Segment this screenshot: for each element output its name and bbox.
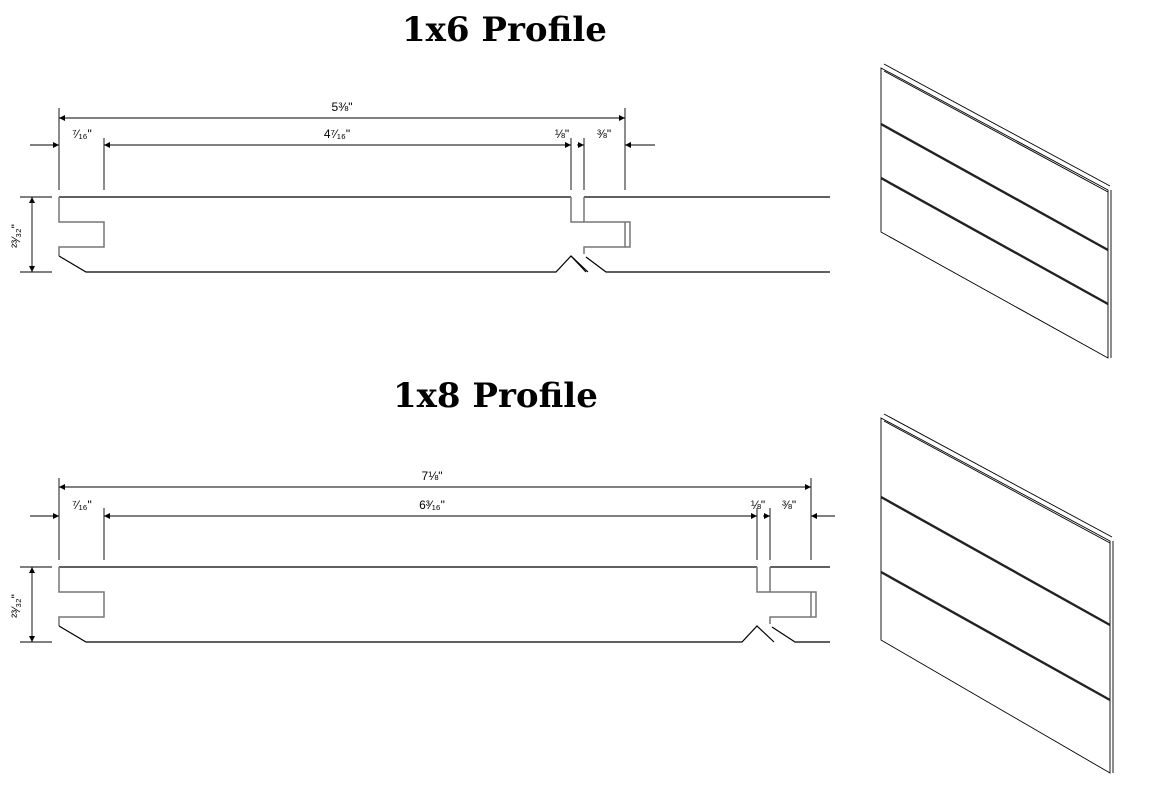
isometric-panel-1x8 [880, 413, 1114, 774]
dim-gap-label: ⅛" [751, 498, 765, 512]
dim-face-label: 6³⁄₁₆" [419, 498, 445, 512]
isometric-panel-1x6 [880, 63, 1112, 359]
profile-1x6-section: 5⅜" ⁷⁄₁₆" 4⁷⁄₁₆" ⅛" ⅜" ²³⁄₃₂" [9, 100, 830, 273]
board-outline [58, 196, 830, 273]
profile-title-1x6: 1x6 Profile [402, 10, 607, 50]
dim-face-label: 4⁷⁄₁₆" [324, 127, 350, 141]
dim-overall-label: 5⅜" [332, 100, 353, 114]
extension-lines [20, 108, 626, 273]
dim-gap-label: ⅛" [555, 127, 569, 141]
dim-groove-label: ⁷⁄₁₆" [72, 498, 92, 512]
dim-tongue-label: ⅜" [782, 498, 796, 512]
dim-thickness-label: ²³⁄₃₂" [9, 594, 23, 618]
dim-thickness-label: ²³⁄₃₂" [9, 224, 23, 248]
dim-tongue-label: ⅜" [597, 127, 611, 141]
profile-1x8-section: 7⅛" ⁷⁄₁₆" 6³⁄₁₆" ⅛" ⅜" ²³⁄₃₂" [9, 469, 835, 643]
profile-title-1x8: 1x8 Profile [393, 376, 598, 416]
dim-groove-label: ⁷⁄₁₆" [72, 127, 92, 141]
board-outline [58, 566, 830, 643]
dim-overall-label: 7⅛" [422, 469, 443, 483]
extension-lines [20, 478, 812, 643]
